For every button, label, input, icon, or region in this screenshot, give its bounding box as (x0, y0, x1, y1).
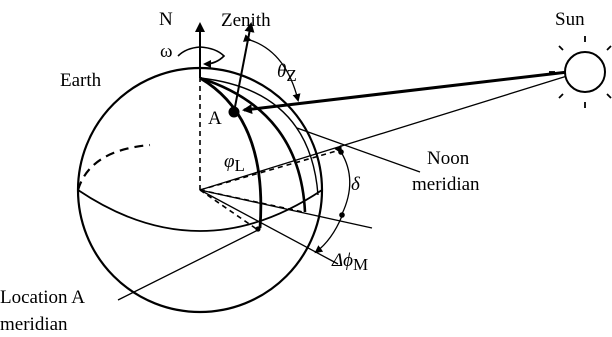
delta-phi-prefix: Δ (331, 250, 343, 271)
point-a-label: A (208, 108, 222, 129)
delta-phi-symbol: ϕ (343, 250, 353, 271)
omega-label: ω (160, 41, 173, 62)
declination-label: δ (351, 174, 361, 195)
phi-subscript: L (235, 156, 245, 175)
delta-phi-subscript: M (353, 255, 368, 274)
zenith-label: Zenith (221, 10, 271, 31)
equator-back (76, 143, 151, 191)
delta-phi-marker-dot (339, 212, 345, 218)
location-meridian-label-line2: meridian (0, 314, 68, 335)
delta-marker-dot (338, 149, 344, 155)
delta-phi-label: ΔϕM (331, 250, 368, 274)
sun-icon (549, 36, 612, 108)
noon-meridian-curve (199, 76, 307, 213)
noon-meridian-label-line2: meridian (412, 174, 480, 195)
noon-meridian-leader (296, 127, 421, 173)
rotation-arrow (177, 46, 226, 68)
equatorial-ray (199, 189, 373, 229)
equator-front (77, 189, 323, 232)
theta-zenith-label: θZ (277, 61, 297, 85)
sun-direction-line (199, 71, 581, 191)
location-meridian-label-line1: Location A (0, 287, 85, 308)
theta-zenith-arc (243, 34, 301, 102)
sun-label: Sun (555, 9, 585, 30)
earth-label: Earth (60, 70, 102, 91)
radial-dashed-b (199, 149, 341, 191)
outer-limb-arc (199, 77, 319, 196)
north-label: N (159, 9, 173, 30)
noon-meridian-label-line1: Noon (427, 148, 470, 169)
point-a-dot (228, 106, 240, 118)
delta-angle-arc (334, 144, 351, 215)
theta-subscript: Z (286, 66, 296, 85)
phi-symbol: φ (224, 151, 235, 172)
location-meridian-leader (117, 229, 259, 301)
sun-beam-to-a (242, 70, 569, 115)
zenith-arrow (233, 22, 255, 113)
theta-symbol: θ (277, 61, 286, 82)
radial-dashed-c (199, 189, 259, 231)
latitude-label: φL (224, 151, 245, 175)
delta-phi-angle-arc (314, 215, 343, 254)
location-meridian-dot (255, 226, 261, 232)
